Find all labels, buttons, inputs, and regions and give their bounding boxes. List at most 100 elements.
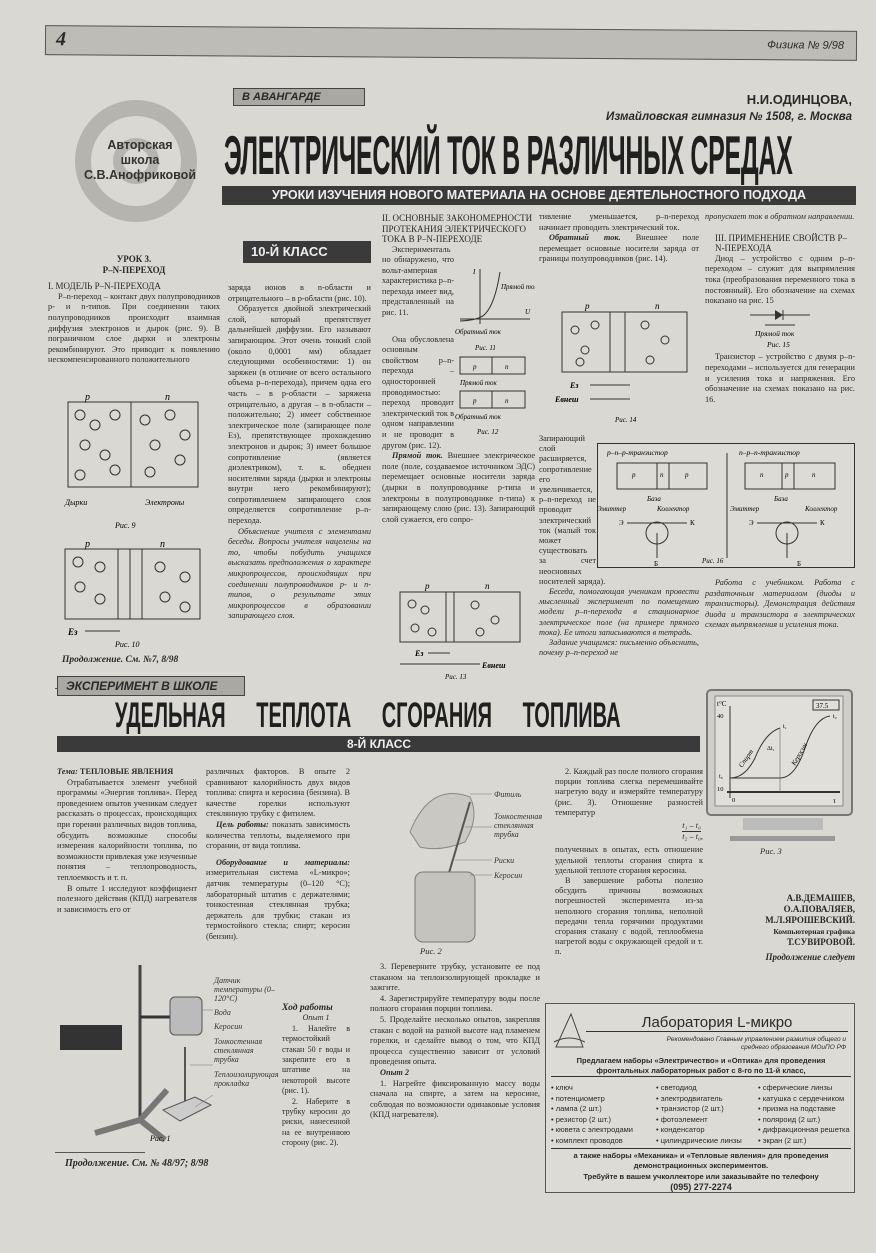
- svg-text:n: n: [165, 392, 170, 403]
- column-d: А.В.ДЕМАШЕВ,О.А.ПОВАЛЯЕВ,М.Л.ЯРОШЕВСКИЙ.…: [765, 893, 855, 962]
- issue-label: Физика № 9/98: [767, 39, 845, 52]
- svg-text:37.5: 37.5: [816, 702, 829, 710]
- svg-text:p: p: [684, 471, 689, 479]
- svg-text:I: I: [472, 268, 476, 276]
- svg-text:Э: Э: [749, 519, 754, 527]
- svg-text:Eз: Eз: [569, 381, 578, 390]
- column-4-top: тивление уменьшается, p–n-переход начина…: [539, 212, 699, 264]
- svg-text:τ: τ: [833, 797, 836, 805]
- figure-2-wick-label: Фитиль: [494, 790, 522, 799]
- ad-items-col1: ключпотенциометрлампа (2 шт.)резистор (2…: [551, 1083, 633, 1146]
- svg-text:Дырки: Дырки: [64, 498, 87, 507]
- rubric-label-2: ЭКСПЕРИМЕНТ В ШКОЛЕ: [57, 676, 245, 696]
- svg-text:U: U: [525, 308, 531, 316]
- svg-text:База: База: [773, 495, 788, 503]
- figure-1-water-label: Вода: [214, 1008, 231, 1017]
- svg-text:Рис. 9: Рис. 9: [114, 521, 135, 530]
- svg-text:Электроны: Электроны: [145, 498, 185, 507]
- page-header: 4 Физика № 9/98: [44, 25, 858, 61]
- svg-text:Б: Б: [654, 560, 658, 568]
- grade-badge: 10-Й КЛАСС: [243, 241, 371, 263]
- svg-text:p: p: [472, 397, 477, 405]
- author-affiliation: Измайловская гимназия № 1508, г. Москва: [606, 111, 852, 123]
- figure-2-caption: Рис. 2: [420, 946, 442, 956]
- svg-text:p: p: [784, 471, 789, 479]
- svg-text:Рис. 14: Рис. 14: [614, 416, 637, 424]
- column-c: 2. Каждый раз после полного сгорания пор…: [555, 767, 703, 957]
- svg-text:Eвнеш: Eвнеш: [481, 661, 506, 670]
- page-number: 4: [55, 28, 67, 51]
- figure-1-sensor-label: Датчик температуры (0–120°С): [214, 976, 275, 1003]
- figure-9: p n Дырки Электроны Рис. 9: [64, 392, 199, 530]
- figure-1-pad-label: Теплоизолирующая прокладка: [214, 1070, 279, 1088]
- svg-text:Eвнеш: Eвнеш: [554, 395, 579, 404]
- figure-1-kerosene-label: Керосин: [214, 1022, 243, 1031]
- svg-text:n: n: [485, 581, 490, 591]
- svg-text:t₂: t₂: [833, 714, 837, 720]
- figure-1-tube-label: Тонкостенная стеклянная трубка: [214, 1037, 263, 1064]
- svg-text:Обратный ток: Обратный ток: [455, 328, 502, 336]
- svg-text:n: n: [655, 301, 660, 311]
- svg-text:n: n: [505, 363, 509, 371]
- svg-text:Эмиттер: Эмиттер: [730, 505, 760, 513]
- svg-text:Эмиттер: Эмиттер: [597, 505, 627, 513]
- figure-15: Прямой ток Рис. 15: [750, 309, 810, 349]
- svg-text:Eз: Eз: [67, 627, 78, 637]
- divider-short: [55, 1152, 145, 1153]
- svg-text:Рис. 12: Рис. 12: [476, 428, 499, 436]
- svg-text:Рис. 1: Рис. 1: [149, 1134, 170, 1143]
- grade-badge-2: 8-Й КЛАСС: [57, 736, 700, 752]
- svg-text:p: p: [84, 539, 90, 550]
- ad-phone: (095) 277-2274: [670, 1182, 732, 1192]
- svg-text:Прямой ток: Прямой ток: [754, 329, 795, 338]
- figure-2-kerosene-label: Керосин: [494, 871, 523, 880]
- column-c-bottom: 3. Переверните трубку, установите ее под…: [370, 962, 540, 1120]
- article-title-2: УДЕЛЬНАЯ ТЕПЛОТА СГОРАНИЯ ТОПЛИВА: [115, 697, 621, 736]
- svg-text:n: n: [505, 397, 509, 405]
- svg-text:0: 0: [732, 797, 735, 804]
- l-micro-logo: [553, 1012, 585, 1048]
- svg-text:n: n: [812, 471, 816, 479]
- svg-text:Eз: Eз: [414, 649, 423, 658]
- svg-text:p: p: [472, 363, 477, 371]
- svg-text:p–n–p-транзистор: p–n–p-транзистор: [606, 448, 668, 457]
- ad-items-col3: сферические линзыкатушка с сердечникомпр…: [758, 1083, 850, 1146]
- svg-text:Рис. 16: Рис. 16: [701, 557, 724, 565]
- column-3: II. ОСНОВНЫЕ ЗАКОНОМЕРНОСТИ ПРОТЕКАНИЯ Э…: [382, 213, 536, 524]
- svg-text:К: К: [820, 519, 825, 527]
- svg-text:Коллектор: Коллектор: [656, 505, 690, 513]
- svg-text:p: p: [84, 392, 90, 403]
- column-5: пропускает ток в обратном направлении. I…: [705, 212, 855, 404]
- svg-text:Рис. 11: Рис. 11: [474, 344, 496, 352]
- svg-text:p: p: [631, 471, 636, 479]
- svg-text:t₁: t₁: [783, 724, 787, 730]
- svg-text:Б: Б: [797, 560, 801, 568]
- svg-text:Обратный ток: Обратный ток: [455, 413, 502, 421]
- figure-2-tube-label: Тонкостенная стеклянная трубка: [494, 812, 543, 839]
- column-4-bottom: Запирающий слой расширяется, сопротивлен…: [539, 434, 699, 658]
- svg-text:t°C: t°C: [717, 700, 727, 708]
- advertisement-l-micro: Лаборатория L-микро Рекомендовано Главны…: [545, 1003, 855, 1193]
- svg-text:p: p: [424, 581, 430, 591]
- author-name: Н.И.ОДИНЦОВА,: [746, 92, 852, 107]
- svg-text:Э: Э: [619, 519, 624, 527]
- svg-text:40: 40: [717, 713, 724, 720]
- column-procedure: Ход работы Опыт 1 1. Налейте в термостой…: [282, 1003, 350, 1148]
- article-subtitle: УРОКИ ИЗУЧЕНИЯ НОВОГО МАТЕРИАЛА НА ОСНОВ…: [222, 186, 856, 205]
- svg-text:n–p–n-транзистор: n–p–n-транзистор: [739, 448, 800, 457]
- figure-3-caption: Рис. 3: [760, 846, 782, 856]
- svg-text:Рис. 15: Рис. 15: [766, 340, 790, 349]
- ad-title: Лаборатория L-микро: [586, 1014, 848, 1032]
- column-2: заряда ионов в n-области и отрицательног…: [228, 283, 371, 621]
- svg-text:10: 10: [717, 786, 724, 793]
- svg-text:Прямой ток: Прямой ток: [500, 283, 535, 291]
- column-5-bottom: Работа с учебником. Работа с раздаточным…: [705, 578, 855, 630]
- continuation-note-1: Продолжение. См. №7, 8/98: [62, 655, 179, 665]
- rubric-label: В АВАНГАРДЕ: [233, 88, 365, 106]
- column-1: УРОК 3. P–N-ПЕРЕХОД I. МОДЕЛЬ P–N-ПЕРЕХО…: [48, 254, 220, 365]
